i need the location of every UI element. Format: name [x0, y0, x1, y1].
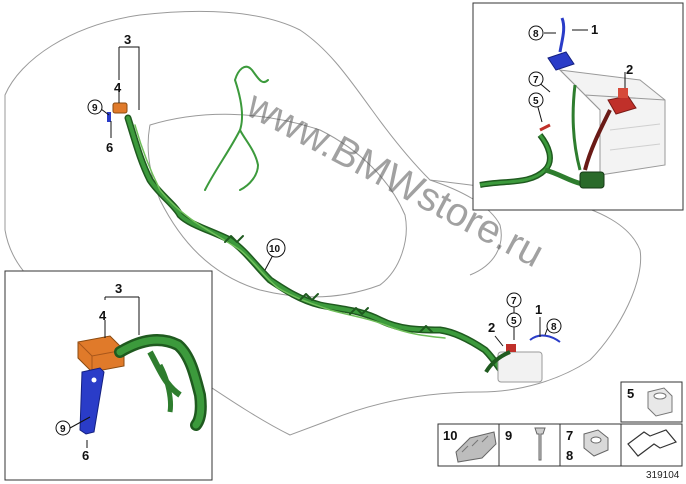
hood-line [429, 179, 502, 276]
inset-battery-detail: 8 1 2 7 5 [472, 2, 684, 211]
callout-8: 8 [551, 322, 557, 333]
legend-label-5: 5 [627, 386, 634, 401]
battery-main-view [484, 334, 561, 383]
callout-5: 5 [511, 316, 517, 327]
inset-tr-callout-1: 1 [591, 22, 598, 37]
callout-6: 6 [106, 140, 113, 155]
inset-tr-callout-8-circle [528, 25, 544, 41]
main-callout-labels: 3 4 9 6 10 7 2 5 1 8 [87, 32, 562, 335]
legend-label-7: 7 [566, 428, 573, 443]
callout-2: 2 [488, 320, 495, 335]
windshield-outline [147, 113, 407, 298]
main-callouts [100, 46, 549, 347]
legend-label-10: 10 [443, 428, 457, 443]
legend-box-9 [498, 423, 561, 467]
parts-legend: 5 10 9 7 8 319104 [437, 381, 683, 481]
callout-3: 3 [124, 32, 131, 47]
callout-9-circle [87, 99, 103, 115]
inset-tr-callout-2: 2 [626, 62, 633, 77]
callout-1: 1 [535, 302, 542, 317]
document-number: 319104 [646, 470, 680, 481]
callout-10-circle [266, 238, 286, 258]
direction-arrow-icon [627, 429, 678, 457]
inset-terminal-detail: 3 4 9 6 [4, 270, 213, 481]
cable-holder-icon [455, 431, 497, 463]
inset-tr-callout-7-circle [528, 71, 544, 87]
inset-bl-leaders [69, 296, 140, 448]
inset-tr-callout-7: 7 [533, 75, 539, 86]
inset-tr-callout-8: 8 [533, 29, 539, 40]
callout-5-circle [506, 312, 522, 328]
callout-4: 4 [114, 80, 122, 95]
callout-7: 7 [511, 296, 517, 307]
inset-bl-callout-6: 6 [82, 448, 89, 463]
inset-bl-callout-9: 9 [60, 424, 66, 435]
legend-label-8: 8 [566, 448, 573, 463]
front-terminal-main [107, 102, 128, 122]
inset-bl-callout-9-circle [55, 420, 71, 436]
callout-10: 10 [269, 244, 281, 255]
cable-clip-icon [647, 387, 673, 417]
inset-tr-callout-5-circle [528, 92, 544, 108]
rivet-icon [534, 427, 546, 461]
callout-9: 9 [92, 103, 98, 114]
callout-8-circle [546, 318, 562, 334]
inset-bl-callout-4: 4 [99, 308, 107, 323]
battery-cable-harness [124, 65, 509, 379]
legend-label-9: 9 [505, 428, 512, 443]
callout-7-circle [506, 292, 522, 308]
inset-bl-callout-3: 3 [115, 281, 122, 296]
inset-tr-callout-5: 5 [533, 96, 539, 107]
